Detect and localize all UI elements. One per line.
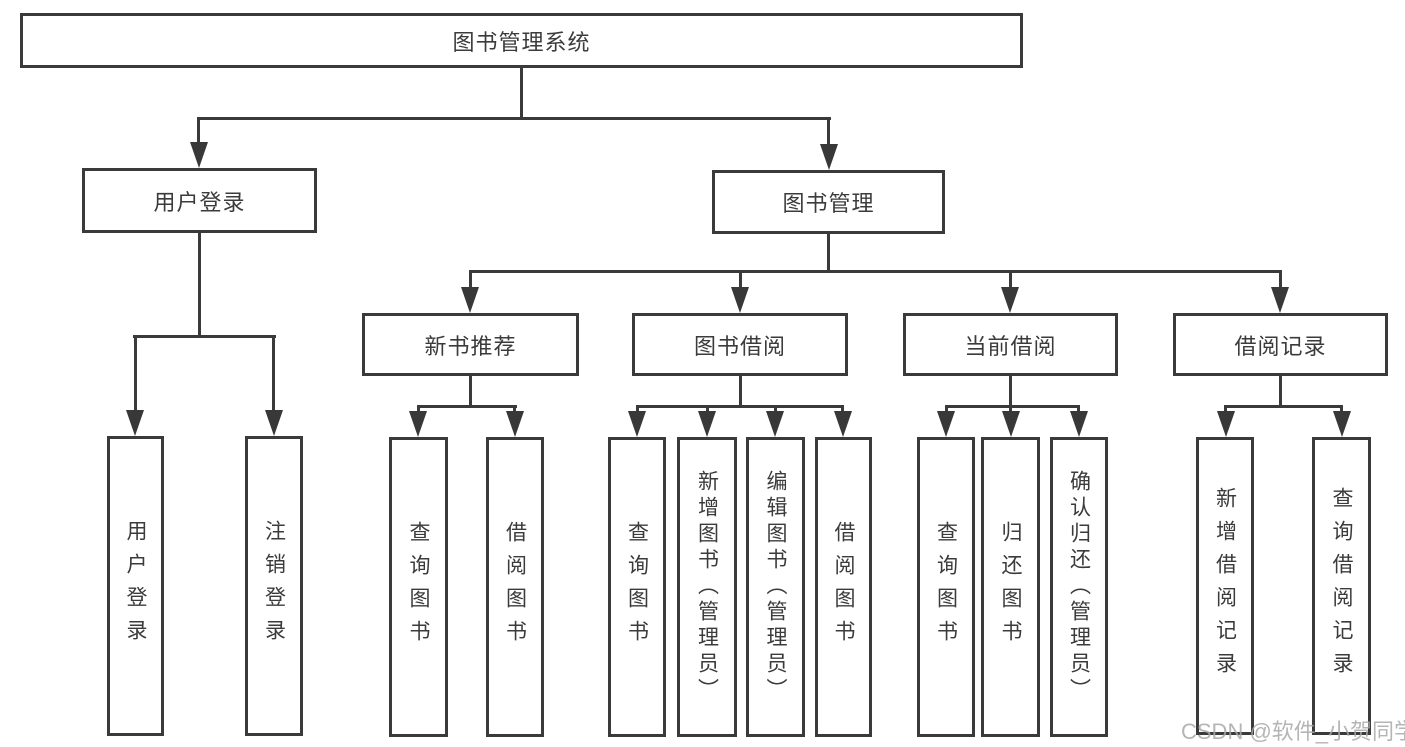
arrow-down-borrow-leaf-1	[628, 411, 646, 437]
connector-borrow-stub-3	[774, 405, 777, 413]
connector-borrow-drop	[739, 376, 742, 407]
leaf-add-book-admin-label: 新增图书（管理员）	[695, 470, 719, 704]
connector-root-stub-left	[197, 117, 200, 144]
leaf-query-book-2: 查询图书	[608, 437, 666, 737]
leaf-borrow-book-2-label: 借阅图书	[832, 521, 855, 653]
arrow-down-records-leaf-2	[1333, 411, 1351, 437]
node-user-login-branch: 用户登录	[82, 168, 317, 233]
connector-root-drop	[520, 68, 523, 117]
arrow-down-current-leaf-2	[1002, 411, 1020, 437]
connector-current-drop	[1009, 376, 1012, 407]
connector-root-stub-right	[827, 117, 830, 146]
node-book-borrow: 图书借阅	[632, 313, 848, 376]
leaf-edit-book-admin-label: 编辑图书（管理员）	[764, 470, 787, 704]
connector-records-stub-1	[1224, 405, 1227, 413]
arrow-down-borrow-leaf-3	[766, 411, 784, 437]
connector-bookmgmt-stub-2	[739, 270, 742, 288]
connector-records-stub-2	[1340, 405, 1343, 413]
connector-borrow-stub-1	[636, 405, 639, 413]
connector-bookmgmt-stub-1	[469, 270, 472, 288]
leaf-logout-label: 注销登录	[262, 520, 286, 652]
connector-current-stub-1	[945, 405, 948, 413]
node-new-book-rec-label: 新书推荐	[424, 333, 517, 359]
node-root: 图书管理系统	[20, 13, 1023, 68]
leaf-edit-book-admin: 编辑图书（管理员）	[746, 437, 805, 737]
leaf-query-borrow-record: 查询借阅记录	[1312, 437, 1371, 735]
leaf-return-book: 归还图书	[981, 437, 1040, 737]
arrow-down-newbook-leaf-2	[506, 411, 524, 437]
connector-userlogin-drop	[198, 233, 201, 335]
node-book-mgmt-branch-label: 图书管理	[782, 191, 875, 216]
arrow-down-current-borrow	[1001, 287, 1019, 313]
leaf-logout: 注销登录	[245, 436, 303, 736]
leaf-user-login: 用户登录	[107, 436, 164, 736]
node-book-mgmt-branch: 图书管理	[712, 170, 945, 234]
leaf-borrow-book-1: 借阅图书	[486, 437, 544, 737]
arrow-down-newbook-leaf-1	[409, 411, 427, 437]
leaf-confirm-return-admin-label: 确认归还（管理员）	[1067, 470, 1091, 704]
leaf-query-book-2-label: 查询图书	[625, 521, 649, 653]
leaf-query-borrow-record-label: 查询借阅记录	[1330, 487, 1353, 685]
connector-current-stub-3	[1077, 405, 1080, 413]
connector-borrow-span	[636, 405, 844, 408]
node-current-borrow-label: 当前借阅	[964, 333, 1057, 359]
connector-bookmgmt-stub-3	[1009, 270, 1012, 288]
connector-root-span	[197, 117, 831, 120]
leaf-borrow-book-1-label: 借阅图书	[503, 521, 527, 653]
connector-userlogin-stub-2	[272, 335, 275, 412]
leaf-query-book-1: 查询图书	[389, 437, 448, 737]
connector-bookmgmt-span	[469, 270, 1282, 273]
leaf-confirm-return-admin: 确认归还（管理员）	[1050, 437, 1108, 737]
leaf-borrow-book-2: 借阅图书	[815, 437, 872, 737]
arrow-down-new-book-rec	[461, 287, 479, 313]
connector-current-stub-2	[1009, 405, 1012, 413]
connector-newbook-stub-1	[417, 405, 420, 413]
leaf-add-borrow-record-label: 新增借阅记录	[1213, 487, 1237, 685]
arrow-down-records-leaf-1	[1217, 411, 1235, 437]
node-new-book-rec: 新书推荐	[362, 313, 579, 376]
arrow-down-borrow-leaf-4	[834, 411, 852, 437]
connector-newbook-stub-2	[513, 405, 516, 413]
arrow-down-borrow-records	[1271, 287, 1289, 313]
connector-userlogin-stub-1	[134, 335, 137, 412]
leaf-user-login-label: 用户登录	[124, 520, 147, 652]
leaf-add-book-admin: 新增图书（管理员）	[677, 437, 737, 737]
connector-bookmgmt-drop	[827, 234, 830, 270]
arrow-down-leaf-user-login	[126, 410, 144, 436]
connector-records-span	[1224, 405, 1342, 408]
leaf-add-borrow-record: 新增借阅记录	[1196, 437, 1254, 735]
node-user-login-branch-label: 用户登录	[153, 189, 246, 215]
leaf-query-book-3: 查询图书	[917, 437, 975, 737]
arrow-down-current-leaf-3	[1070, 411, 1088, 437]
connector-records-drop	[1279, 376, 1282, 407]
csdn-watermark: CSDN @软件_小贺同学	[1181, 719, 1405, 744]
connector-bookmgmt-stub-4	[1279, 270, 1282, 288]
node-borrow-records-label: 借阅记录	[1234, 333, 1327, 359]
arrow-down-book-borrow	[731, 287, 749, 313]
node-book-borrow-label: 图书借阅	[693, 333, 786, 359]
node-root-label: 图书管理系统	[452, 29, 591, 55]
node-borrow-records: 借阅记录	[1173, 313, 1388, 376]
arrow-down-leaf-logout	[265, 410, 283, 436]
arrow-down-book-mgmt-branch	[820, 144, 838, 170]
connector-borrow-stub-4	[841, 405, 844, 413]
connector-current-span	[945, 405, 1080, 408]
leaf-return-book-label: 归还图书	[999, 521, 1022, 653]
connector-newbook-span	[417, 405, 517, 408]
arrow-down-current-leaf-1	[937, 411, 955, 437]
connector-borrow-stub-2	[706, 405, 709, 413]
arrow-down-borrow-leaf-2	[698, 411, 716, 437]
connector-userlogin-span	[133, 335, 276, 338]
leaf-query-book-1-label: 查询图书	[407, 521, 430, 653]
node-current-borrow: 当前借阅	[903, 313, 1118, 376]
leaf-query-book-3-label: 查询图书	[934, 521, 958, 653]
arrow-down-user-login-branch	[190, 142, 208, 168]
connector-newbook-drop	[469, 376, 472, 407]
